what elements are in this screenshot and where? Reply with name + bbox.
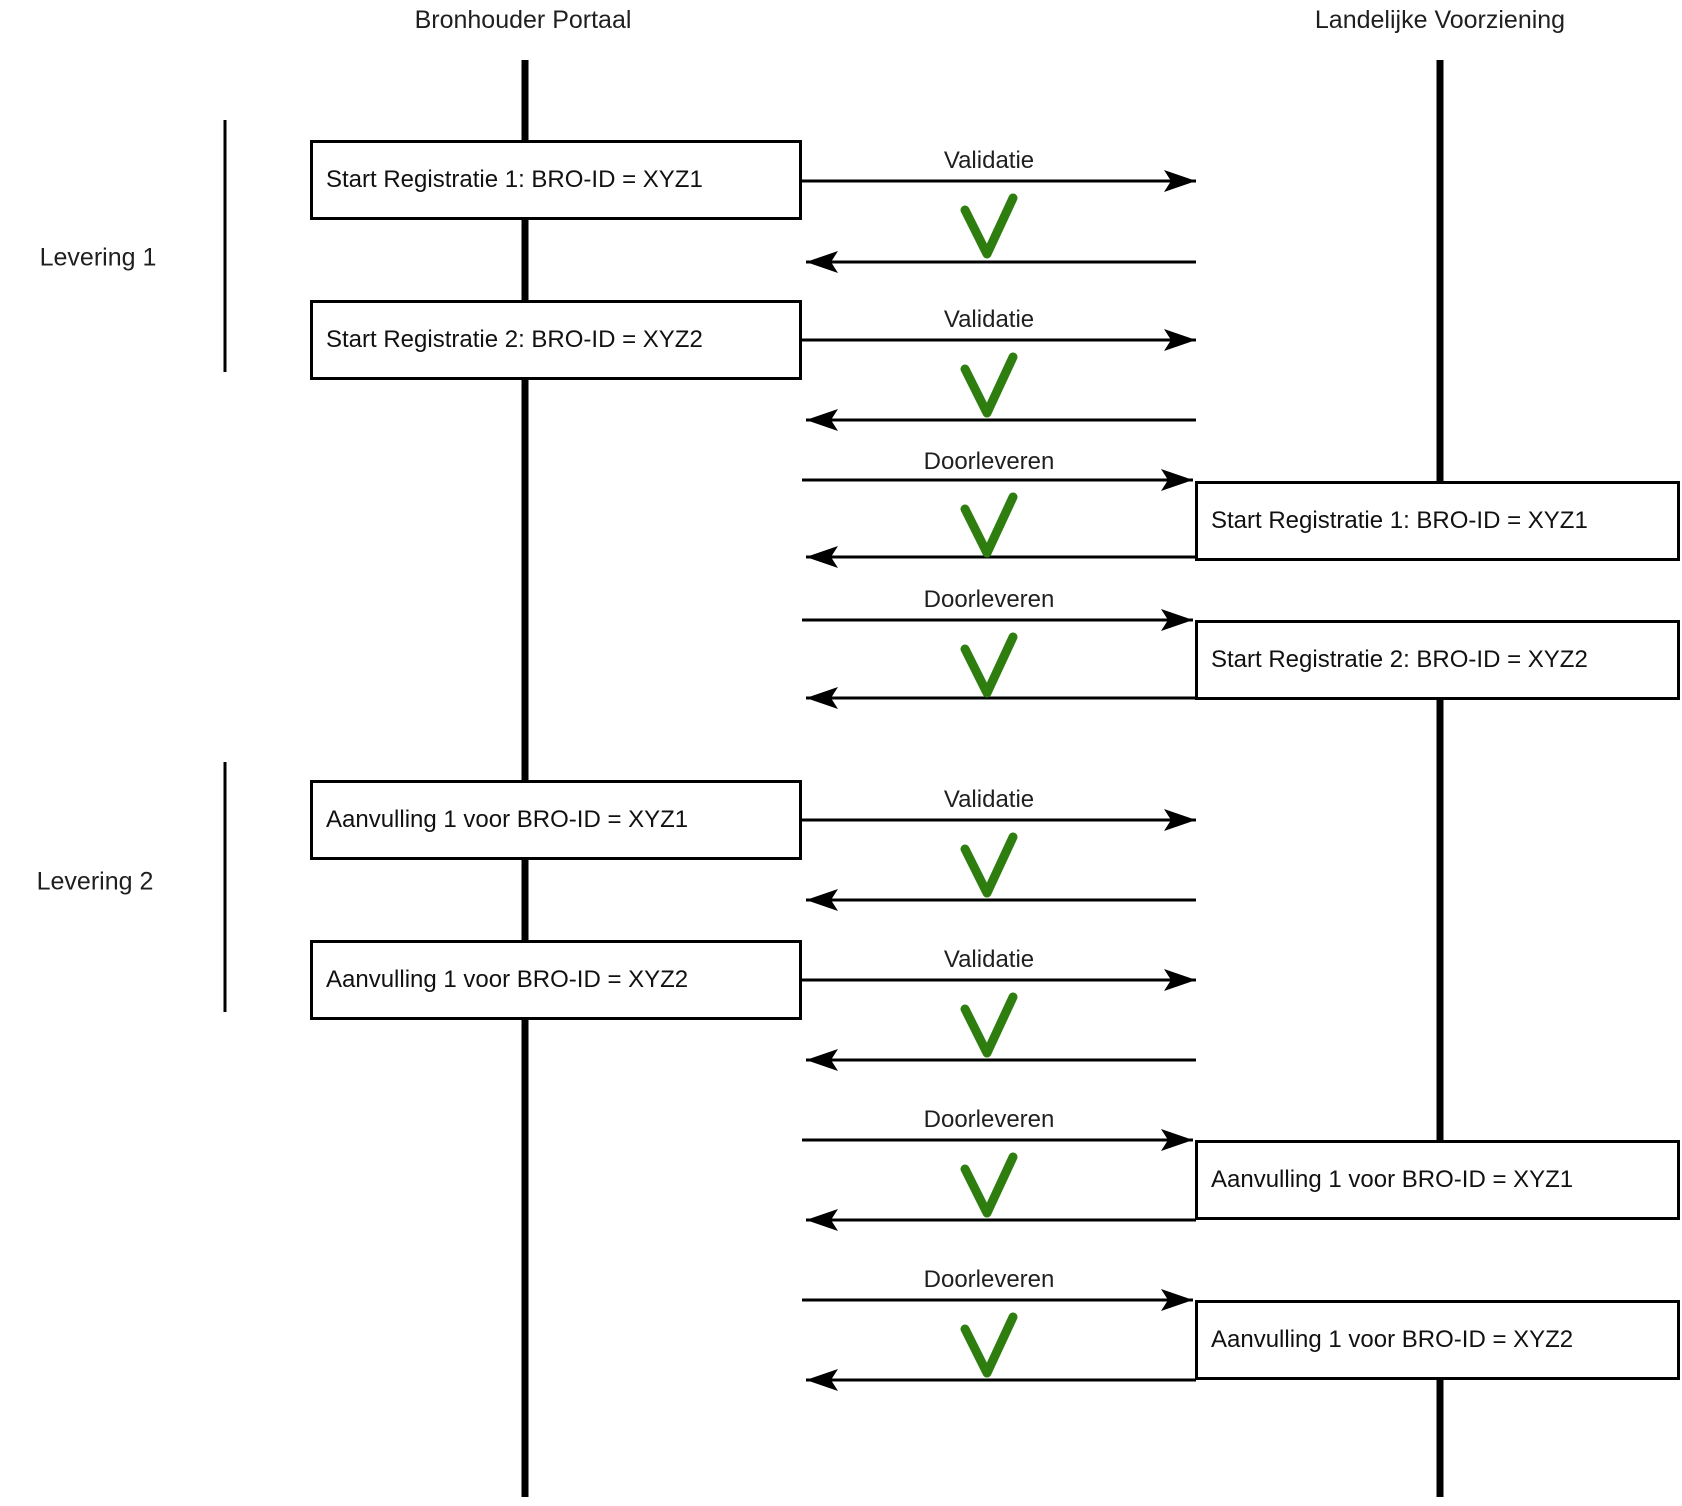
message-box-start-registratie-2-left: Start Registratie 2: BRO-ID = XYZ2 [310, 300, 802, 380]
message-box-aanvulling-1-xyz2-left: Aanvulling 1 voor BRO-ID = XYZ2 [310, 940, 802, 1020]
check-icon [960, 832, 1018, 898]
arrow-label-validatie-3: Validatie [943, 786, 1035, 813]
arrow-label-doorleveren-1: Doorleveren [923, 448, 1055, 475]
message-box-start-registratie-1-right: Start Registratie 1: BRO-ID = XYZ1 [1195, 481, 1680, 561]
message-box-start-registratie-1-left: Start Registratie 1: BRO-ID = XYZ1 [310, 140, 802, 220]
arrow-label-validatie-4: Validatie [943, 946, 1035, 973]
actor-title-landelijke-voorziening: Landelijke Voorziening [1314, 6, 1566, 34]
check-icon [960, 992, 1018, 1058]
levering-2-label: Levering 2 [36, 867, 154, 896]
check-icon [960, 352, 1018, 418]
arrow-label-doorleveren-2: Doorleveren [923, 586, 1055, 613]
actor-title-bronhouder-portaal: Bronhouder Portaal [414, 6, 632, 34]
arrow-label-validatie-1: Validatie [943, 147, 1035, 174]
message-box-start-registratie-2-right: Start Registratie 2: BRO-ID = XYZ2 [1195, 620, 1680, 700]
check-icon [960, 1152, 1018, 1218]
check-icon [960, 1312, 1018, 1378]
check-icon [960, 193, 1018, 259]
message-box-aanvulling-1-xyz2-right: Aanvulling 1 voor BRO-ID = XYZ2 [1195, 1300, 1680, 1380]
message-box-aanvulling-1-xyz1-right: Aanvulling 1 voor BRO-ID = XYZ1 [1195, 1140, 1680, 1220]
check-icon [960, 632, 1018, 698]
message-box-aanvulling-1-xyz1-left: Aanvulling 1 voor BRO-ID = XYZ1 [310, 780, 802, 860]
check-icon [960, 492, 1018, 558]
arrow-label-validatie-2: Validatie [943, 306, 1035, 333]
levering-1-label: Levering 1 [39, 243, 157, 272]
arrow-label-doorleveren-4: Doorleveren [923, 1266, 1055, 1293]
arrow-label-doorleveren-3: Doorleveren [923, 1106, 1055, 1133]
